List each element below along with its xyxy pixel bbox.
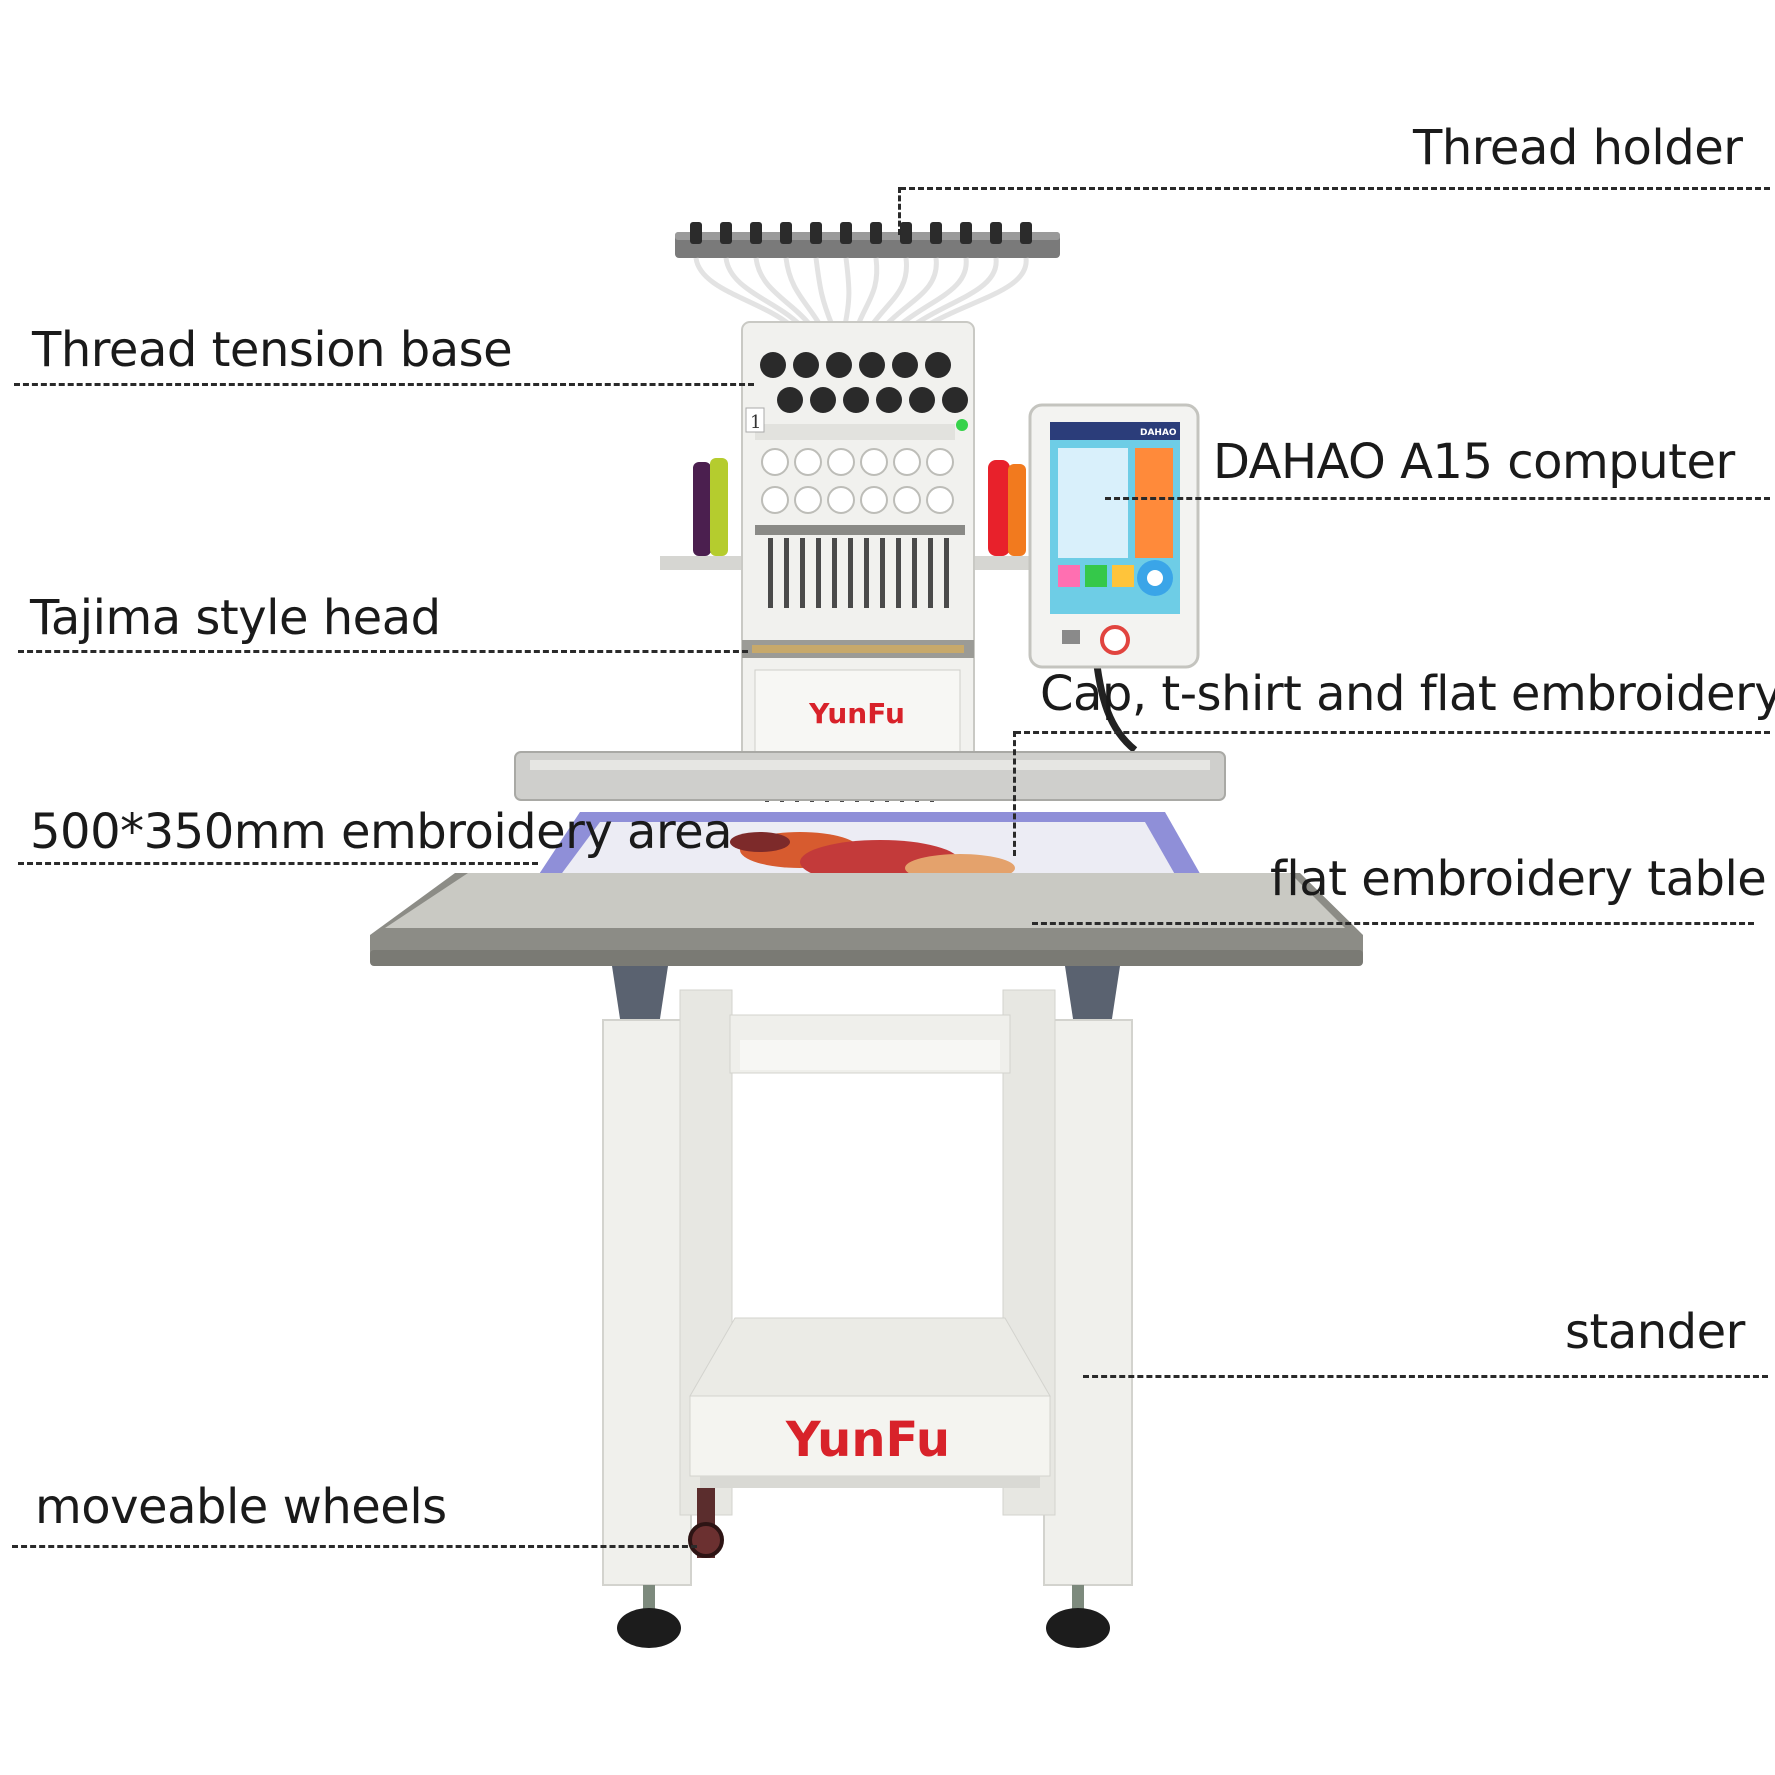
leader-cap-tshirt-flat xyxy=(1015,731,1770,734)
head-logo: YunFu xyxy=(808,697,905,730)
stander: YunFu xyxy=(602,966,1133,1586)
thread-holder xyxy=(675,222,1060,328)
label-flat-table: flat embroidery table xyxy=(1270,851,1767,907)
dahao-a15-screen: DAHAO xyxy=(1028,403,1200,753)
leader-tajima-head xyxy=(18,650,748,653)
label-moveable-wheels: moveable wheels xyxy=(35,1479,447,1535)
head-number: 1 xyxy=(750,412,761,433)
stand-logo: YunFu xyxy=(785,1412,950,1468)
flat-embroidery-table xyxy=(370,873,1363,966)
label-embroidery-area: 500*350mm embroidery area xyxy=(30,804,733,860)
label-tajima-head: Tajima style head xyxy=(30,590,441,646)
moveable-wheels xyxy=(617,1488,1110,1648)
leader-thread-tension-base xyxy=(14,383,754,386)
leader-thread-holder-drop xyxy=(898,187,901,235)
leader-moveable-wheels xyxy=(12,1545,697,1548)
leader-thread-holder xyxy=(900,187,1770,190)
leader-flat-table xyxy=(1032,922,1754,925)
leader-embroidery-area xyxy=(18,862,538,865)
label-dahao-computer: DAHAO A15 computer xyxy=(1213,434,1735,490)
label-stander: stander xyxy=(1565,1304,1745,1360)
leader-stander xyxy=(1083,1375,1768,1378)
label-thread-holder: Thread holder xyxy=(1413,120,1743,176)
screen-logo: DAHAO xyxy=(1140,428,1177,438)
tajima-style-head: 1 YunFu xyxy=(741,321,975,802)
leader-cap-tshirt-flat-drop xyxy=(1013,731,1016,856)
label-cap-tshirt-flat: Cap, t-shirt and flat embroidery xyxy=(1040,666,1775,722)
leader-dahao-computer xyxy=(1105,497,1770,500)
label-thread-tension-base: Thread tension base xyxy=(32,322,513,378)
